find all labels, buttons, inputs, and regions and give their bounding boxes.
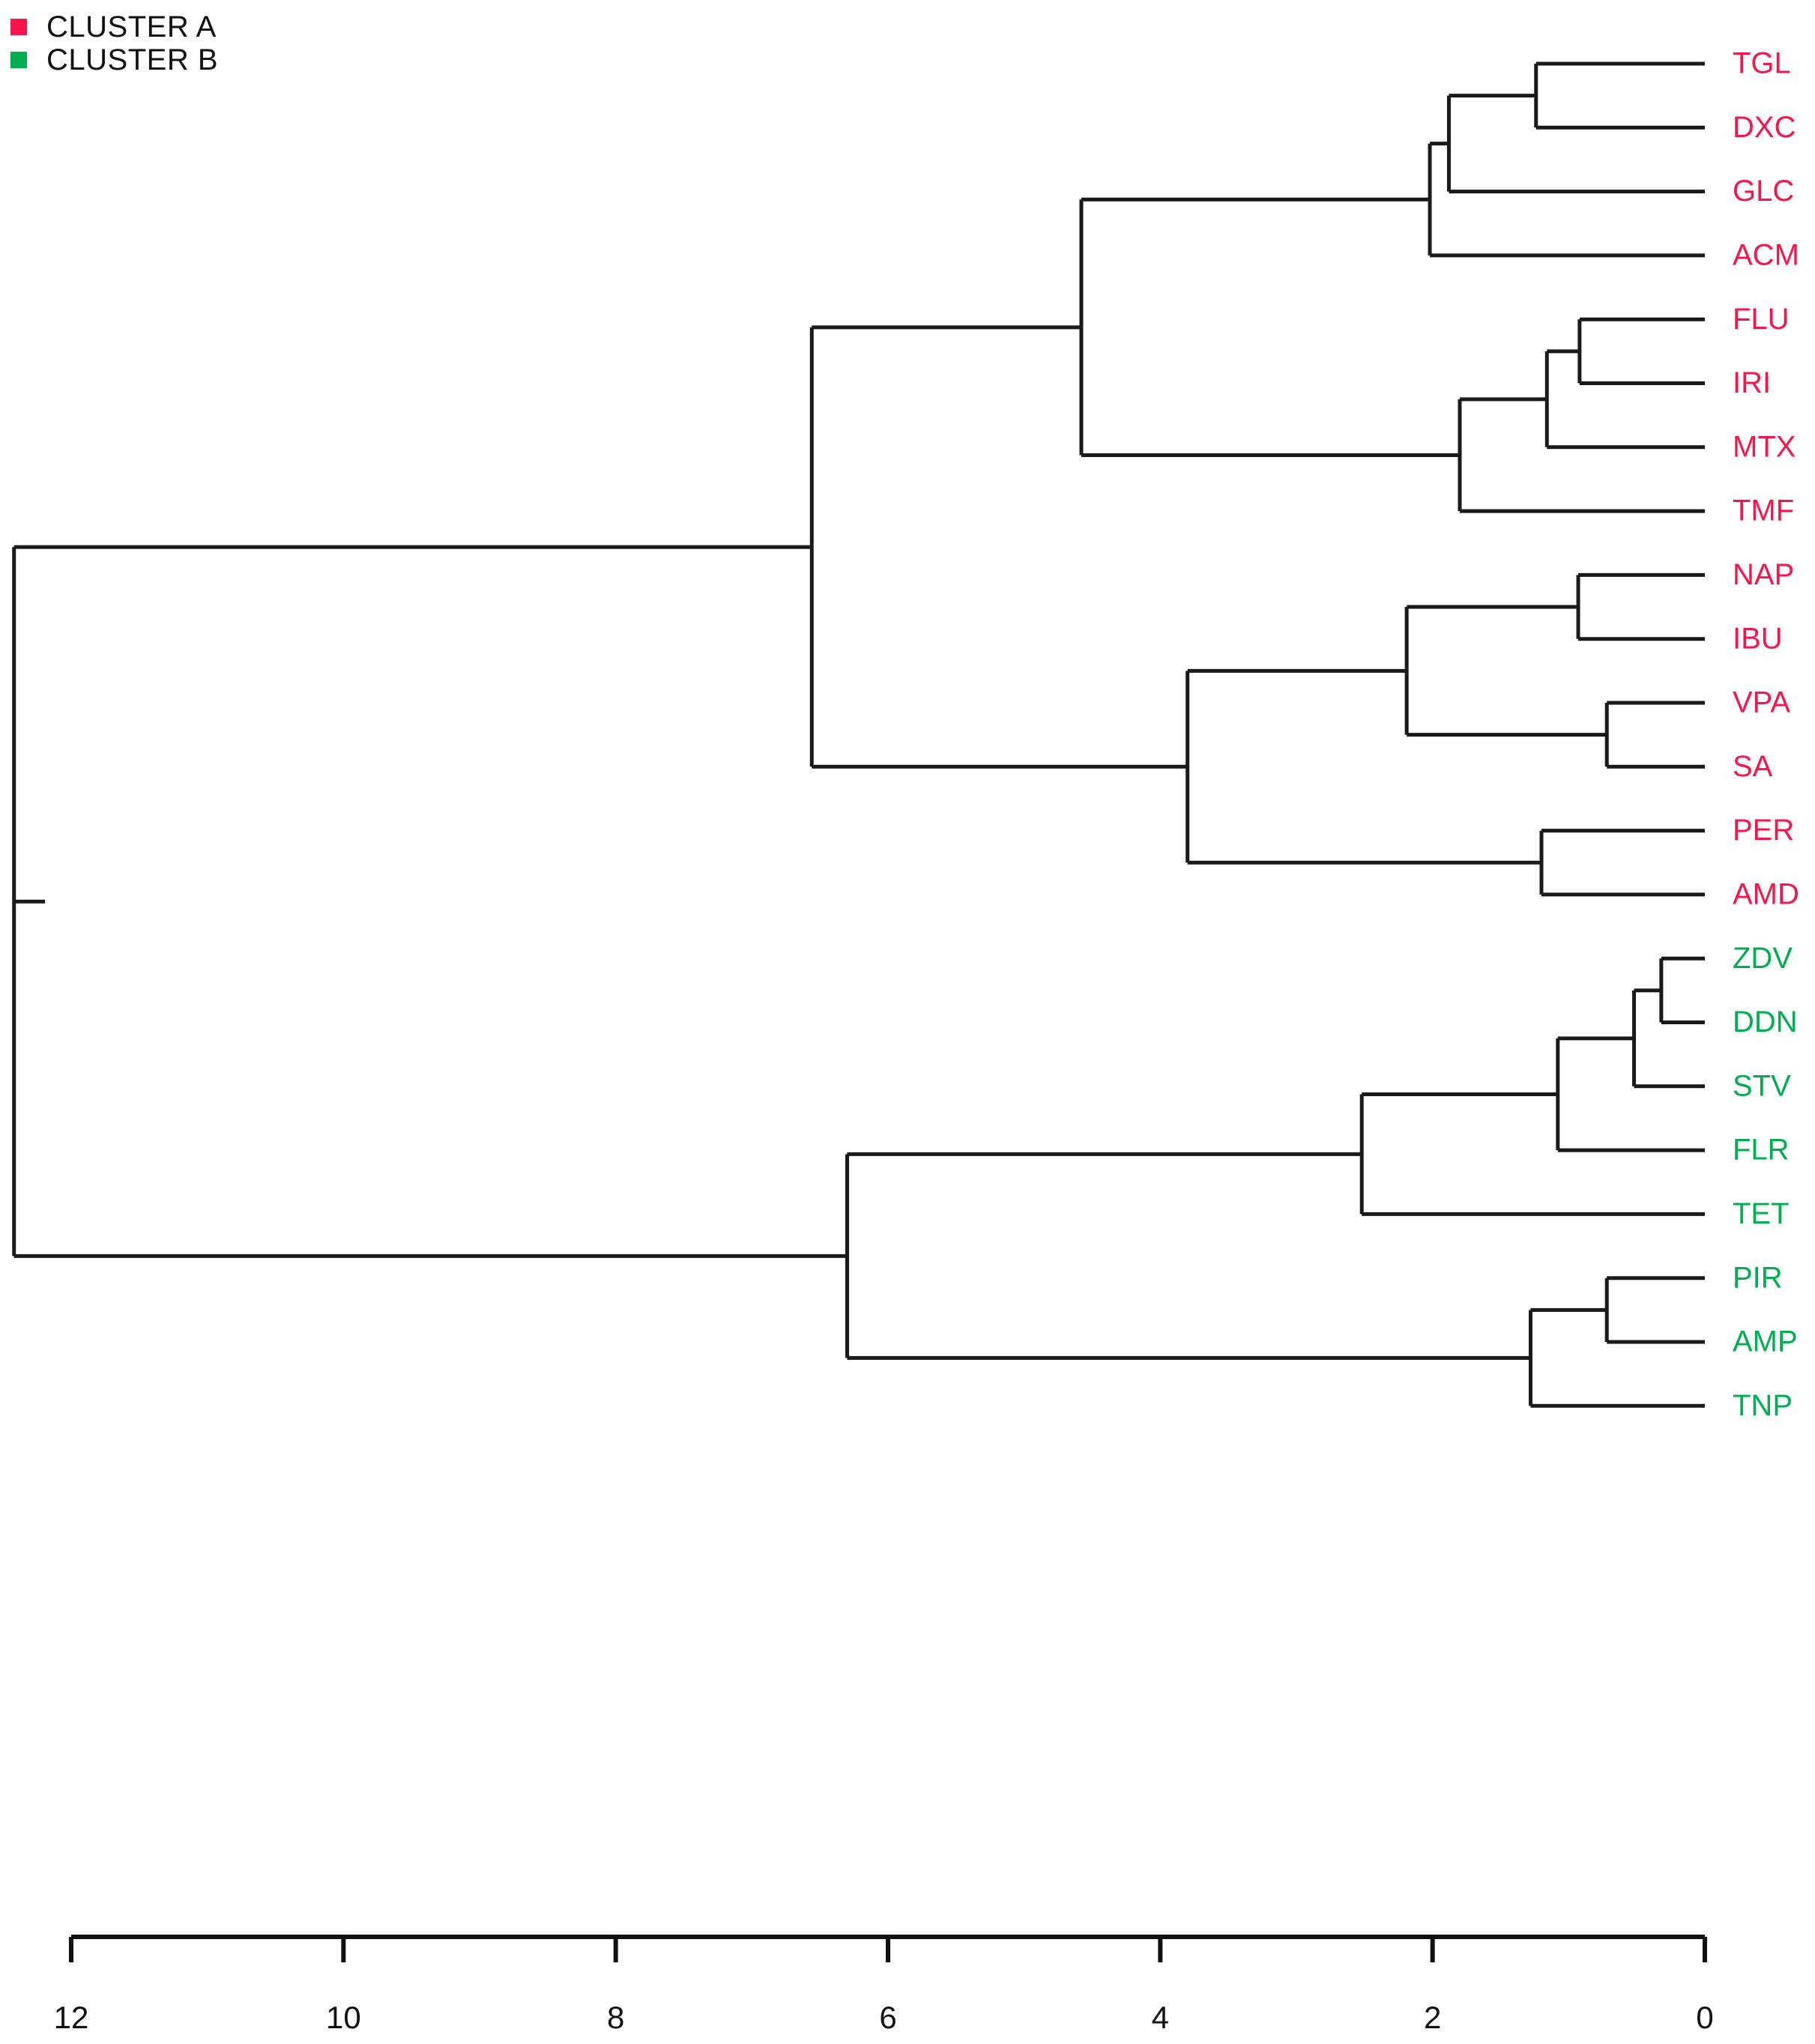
leaf-label-tnp: TNP	[1733, 1389, 1793, 1422]
leaf-label-amp: AMP	[1733, 1325, 1798, 1358]
x-axis-tick-label: 10	[326, 2000, 361, 2035]
square-marker-icon	[10, 52, 27, 68]
leaf-label-sa: SA	[1733, 750, 1773, 783]
x-axis-tick-label: 0	[1696, 2000, 1713, 2035]
leaf-label-ddn: DDN	[1733, 1006, 1798, 1038]
leaf-label-ibu: IBU	[1733, 622, 1783, 655]
x-axis-tick-label: 12	[54, 2000, 89, 2035]
leaf-labels: TGL DXC GLC ACM FLU IRI MTX TMF NAP IBU VPA SA PER AM…	[1733, 47, 1799, 1422]
leaf-label-vpa: VPA	[1733, 686, 1790, 719]
leaf-label-stv: STV	[1733, 1069, 1791, 1102]
x-axis-tick-label: 6	[879, 2000, 896, 2035]
leaf-label-per: PER	[1733, 814, 1794, 847]
dendrogram-links	[12, 61, 1705, 1408]
leaf-label-pir: PIR	[1733, 1261, 1783, 1294]
leaf-label-zdv: ZDV	[1733, 942, 1793, 975]
leaf-label-dxc: DXC	[1733, 111, 1796, 144]
leaf-label-flr: FLR	[1733, 1134, 1790, 1167]
legend-item-cluster-b: CLUSTER B	[10, 43, 218, 76]
legend-item-cluster-a: CLUSTER A	[10, 10, 218, 43]
leaf-label-iri: IRI	[1733, 366, 1771, 399]
leaf-label-nap: NAP	[1733, 558, 1794, 591]
leaf-label-tet: TET	[1733, 1197, 1790, 1230]
leaf-label-mtx: MTX	[1733, 430, 1796, 463]
leaf-label-tmf: TMF	[1733, 495, 1794, 527]
x-axis-tick-label: 2	[1424, 2000, 1441, 2035]
legend-label-cluster-b: CLUSTER B	[46, 43, 218, 76]
square-marker-icon	[10, 19, 27, 35]
leaf-label-flu: FLU	[1733, 303, 1790, 336]
legend: CLUSTER A CLUSTER B	[10, 10, 218, 76]
x-axis-tick-label: 8	[607, 2000, 624, 2035]
leaf-label-glc: GLC	[1733, 175, 1794, 208]
leaf-label-amd: AMD	[1733, 877, 1799, 910]
leaf-label-tgl: TGL	[1733, 47, 1791, 80]
leaf-label-acm: ACM	[1733, 238, 1799, 271]
x-axis: 12 10 8 6 4 2 0	[54, 1935, 1714, 2035]
legend-label-cluster-a: CLUSTER A	[46, 10, 217, 43]
x-axis-tick-label: 4	[1152, 2000, 1169, 2035]
